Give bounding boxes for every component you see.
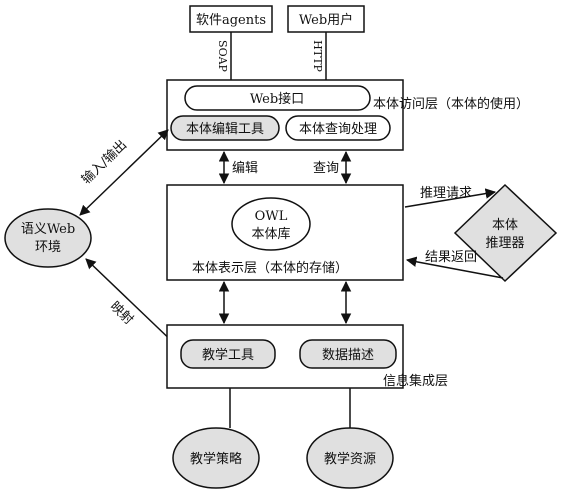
reason-request-arrow (404, 188, 497, 208)
data-description-label: 数据描述 (322, 348, 374, 363)
web-interface-box (184, 85, 371, 111)
result-return-arrow (405, 256, 504, 279)
integration-layer: 教学工具 数据描述 (166, 324, 404, 389)
soap-label: SOAP (216, 40, 229, 72)
io-label: 输入/输出 (78, 137, 130, 188)
semantic-web-environment: 语义Web 环境 (4, 208, 92, 268)
owl-repository (231, 197, 311, 251)
storage-layer-caption: 本体表示层（本体的存储） (192, 260, 348, 276)
mapping-arrow (85, 258, 180, 349)
editor-tool-label: 本体编辑工具 (186, 122, 264, 137)
access-layer: Web接口 本体编辑工具 本体查询处理 (166, 79, 404, 151)
query-processing-label: 本体查询处理 (299, 122, 377, 137)
teaching-tools-box (180, 339, 276, 369)
software-agents-label: 软件agents (196, 13, 266, 28)
reasoner: 本体 推理器 (453, 183, 558, 283)
teaching-resources-label: 教学资源 (324, 451, 376, 467)
result-return-label: 结果返回 (425, 250, 477, 265)
reasoner-label-2: 推理器 (485, 236, 524, 251)
teaching-resources: 教学资源 (306, 427, 394, 489)
query-label: 查询 (313, 161, 339, 176)
semantic-web-label-2: 环境 (35, 240, 61, 255)
web-users-box: Web用户 (287, 5, 365, 33)
semantic-web-label-1: 语义Web (21, 222, 75, 237)
software-agents-box: 软件agents (189, 5, 273, 33)
storage-layer: OWL 本体库 本体表示层（本体的存储） (166, 184, 404, 281)
edit-label: 编辑 (232, 161, 258, 176)
teaching-tools-label: 教学工具 (202, 347, 254, 363)
web-users-label: Web用户 (299, 12, 353, 28)
data-description-box (299, 339, 397, 369)
query-processing-box (285, 115, 391, 141)
teaching-strategy-label: 教学策略 (190, 451, 242, 467)
owl-label: OWL (255, 209, 288, 224)
access-layer-caption: 本体访问层（本体的使用） (373, 96, 529, 112)
ontology-repository-label: 本体库 (251, 226, 290, 242)
io-arrow (79, 129, 169, 216)
editor-tool-box (170, 115, 280, 141)
teaching-strategy: 教学策略 (172, 427, 260, 489)
http-label: HTTP (311, 40, 324, 72)
reason-request-label: 推理请求 (420, 186, 472, 201)
integration-layer-caption: 信息集成层 (383, 373, 448, 389)
reasoner-label-1: 本体 (492, 218, 518, 233)
web-interface-label: Web接口 (250, 91, 304, 107)
